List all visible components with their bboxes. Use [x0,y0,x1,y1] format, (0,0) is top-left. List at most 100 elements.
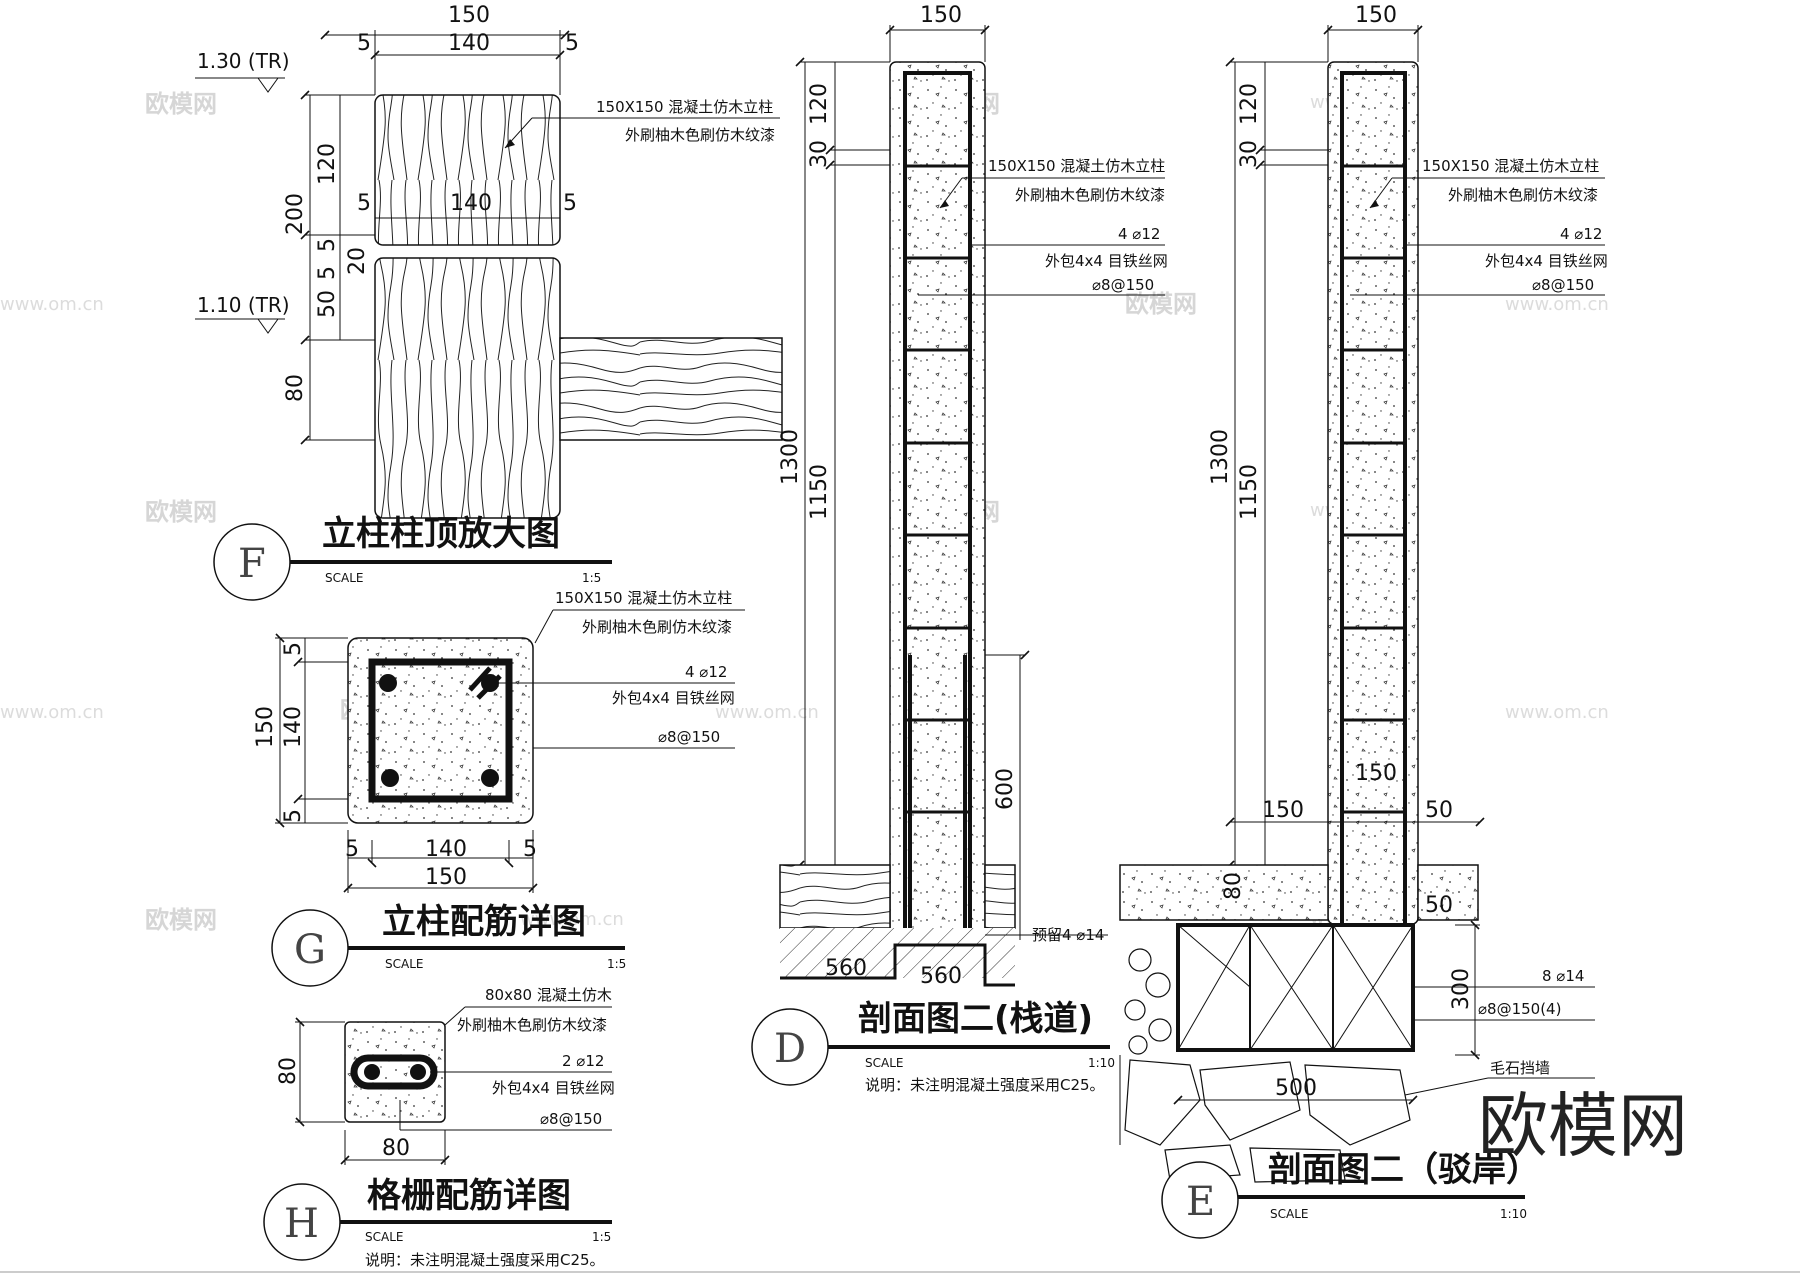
paving-e [1120,865,1328,920]
title-f: 立柱柱顶放大图 [322,514,560,554]
note-h-4: 外包4x4 目铁丝网 [492,1079,615,1097]
title-d: 剖面图二(栈道) [858,999,1093,1039]
note-d-3: 4 ⌀12 [1118,225,1160,243]
dim-g-150h: 150 [425,865,467,890]
note-g-5: ⌀8@150 [658,728,720,746]
dim-e-r50b: 50 [1425,893,1453,918]
dim-d-560b: 560 [920,964,962,989]
watermark-url: www.om.cn [1505,702,1609,723]
watermark-url: www.om.cn [715,702,819,723]
dim-g-5a: 5 [281,642,306,656]
watermark-url: www.om.cn [520,909,624,930]
dim-g-140h: 140 [425,837,467,862]
note-e-2: 外刷柚木色刷仿木纹漆 [1448,186,1598,204]
dim-e-1150: 1150 [1237,464,1262,520]
rebar-dot [410,1064,426,1080]
rebar-dot [381,769,399,787]
stirrup-g [372,662,509,799]
note-g-1: 150X150 混凝土仿木立柱 [555,589,732,607]
footing-hatch-d [780,928,1015,978]
marker-label-e: E [1186,1179,1215,1225]
note-d-4: 外包4x4 目铁丝网 [1045,252,1168,270]
dim-h-80h: 80 [382,1136,410,1161]
note-e-5: ⌀8@150 [1532,276,1594,294]
detail-g-column-rebar: 150 140 5 5 5 140 5 150 150X150 混凝土仿木立柱 … [253,589,745,986]
dim-f-5-a: 5 [315,238,340,252]
scale-label-d: SCALE [865,1056,903,1070]
note-h-3: 2 ⌀12 [562,1052,604,1070]
post-body-wood [375,258,560,518]
dim-g-5h-b: 5 [523,837,537,862]
marker-label-g: G [294,927,326,973]
dim-e-30: 30 [1237,140,1262,168]
title-e: 剖面图二（驳岸） [1268,1150,1540,1190]
stirrup-h [354,1058,434,1086]
dim-h-80v: 80 [276,1057,301,1085]
dim-d-1300: 1300 [778,429,803,485]
note-e-1: 150X150 混凝土仿木立柱 [1422,157,1599,175]
note-d-5: ⌀8@150 [1092,276,1154,294]
dim-e-1300: 1300 [1208,429,1233,485]
deck-left [780,865,890,928]
level-mid: 1.10 (TR) [197,293,290,317]
footing-e [1178,925,1413,1050]
dim-e-c150: 150 [1355,761,1397,786]
watermark-text: 欧模网 [1125,290,1197,318]
watermark-url: www.om.cn [1505,294,1609,315]
brand-logo-text: 欧模网 [1478,1085,1688,1167]
dim-g-150v: 150 [253,706,278,748]
rebar-dot [379,674,397,692]
dim-e-80: 80 [1221,872,1246,900]
note-g-2: 外刷柚木色刷仿木纹漆 [582,618,732,636]
dim-f-120: 120 [315,143,340,185]
dim-f-5b: 5 [565,31,579,56]
note-h-5: ⌀8@150 [540,1110,602,1128]
explain-h: 说明：未注明混凝土强度采用C25。 [365,1251,605,1269]
dim-f-c5a: 5 [357,191,371,216]
column-section-g [348,638,533,823]
scale-label-f: SCALE [325,571,363,585]
dim-d-150: 150 [920,3,962,28]
dim-e-300: 300 [1449,968,1474,1010]
scale-g: 1:5 [607,957,626,971]
watermark-url: www.om.cn [0,702,104,723]
scale-f: 1:5 [582,571,601,585]
dim-f-c140: 140 [450,191,492,216]
note-h-1: 80x80 混凝土仿木 [485,986,612,1004]
dim-d-560a: 560 [825,956,867,981]
marker-label-h: H [284,1201,319,1247]
scale-h: 1:5 [592,1230,611,1244]
dim-f-140: 140 [448,31,490,56]
watermark-text: 欧模网 [145,498,217,526]
marker-label-d: D [774,1026,806,1072]
title-g: 立柱配筋详图 [382,902,586,942]
deck-right [985,865,1015,928]
rebar-dot [481,769,499,787]
marker-label-f: F [238,541,266,587]
dim-f-20: 20 [345,247,370,275]
level-top: 1.30 (TR) [197,49,290,73]
explain-d: 说明：未注明混凝土强度采用C25。 [865,1076,1105,1094]
scale-e: 1:10 [1500,1207,1527,1221]
dim-e-r50: 50 [1425,798,1453,823]
rail-wood [560,338,782,440]
note-f-1: 150X150 混凝土仿木立柱 [596,98,773,116]
note-e-3: 4 ⌀12 [1560,225,1602,243]
dim-f-5a: 5 [357,31,371,56]
note-e-4: 外包4x4 目铁丝网 [1485,252,1608,270]
note-g-3: 4 ⌀12 [685,663,727,681]
watermark-text: 欧模网 [145,906,217,934]
detail-e-section-revetment: 150 120 30 1300 1150 150 150 50 80 50 [1120,3,1608,1238]
note-d-1: 150X150 混凝土仿木立柱 [988,157,1165,175]
dim-f-150: 150 [448,3,490,28]
note-e-7: ⌀8@150(4) [1478,1000,1561,1018]
note-f-2: 外刷柚木色刷仿木纹漆 [625,126,775,144]
paving-e-right [1418,865,1478,920]
dim-f-80: 80 [283,374,308,402]
dim-f-5-b: 5 [315,266,340,280]
dim-g-5b: 5 [281,809,306,823]
note-e-6: 8 ⌀14 [1542,967,1584,985]
dim-f-c5b: 5 [563,191,577,216]
watermark-text: 欧模网 [145,90,217,118]
